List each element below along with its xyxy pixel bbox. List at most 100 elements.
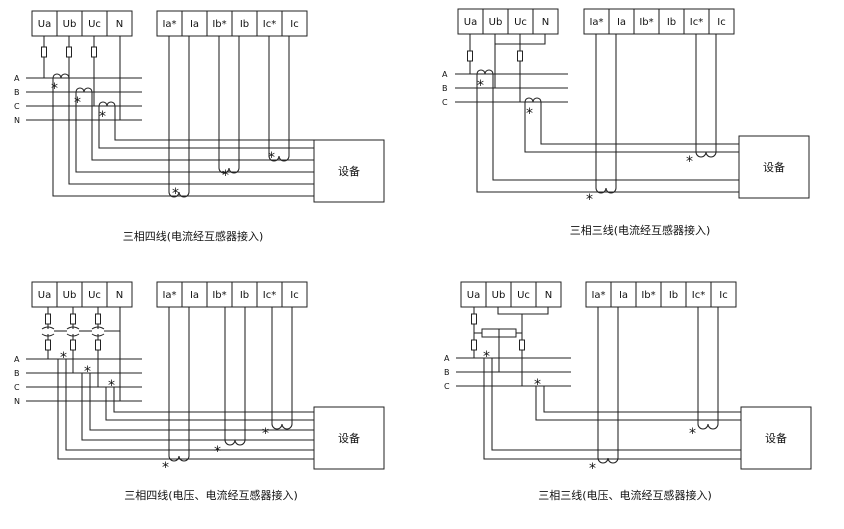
phase-label-b: B	[444, 368, 450, 377]
current-transformers	[52, 73, 116, 107]
terminal-uc: Uc	[88, 19, 101, 30]
polarity-mark: *	[586, 192, 593, 208]
voltage-terminal-block: Ua Ub Uc N	[31, 281, 133, 308]
terminal-ua: Ua	[38, 290, 51, 301]
diagram-3p3w-pt-ct: Ua Ub Uc N Ia* Ia Ib* Ib Ic* Ic A B C	[444, 281, 812, 502]
terminal-ib-star: Ib*	[639, 17, 653, 28]
phase-label-a: A	[442, 70, 448, 79]
diagram-3p4w-ct: Ua Ub Uc N Ia* Ia Ib* Ib Ic* Ic A B C N	[14, 10, 385, 243]
polarity-mark: *	[589, 461, 596, 477]
polarity-mark: *	[477, 78, 484, 94]
polarity-mark: *	[84, 364, 91, 380]
polarity-mark: *	[689, 426, 696, 442]
phase-label-n: N	[14, 116, 20, 125]
phase-label-a: A	[444, 354, 450, 363]
current-terminal-wiring	[597, 307, 719, 464]
voltage-terminal-block: Ua Ub Uc N	[457, 8, 559, 35]
polarity-mark: *	[214, 444, 221, 460]
polarity-mark: *	[534, 377, 541, 393]
polarity-mark: *	[162, 460, 169, 476]
device-label: 设备	[338, 431, 360, 445]
device-box	[740, 406, 812, 470]
voltage-terminal-block: Ua Ub Uc N	[31, 10, 133, 37]
phase-label-c: C	[14, 383, 20, 392]
terminal-ic: Ic	[717, 17, 725, 28]
phase-label-a: A	[14, 74, 20, 83]
terminal-ia-star: Ia*	[589, 17, 603, 28]
current-terminal-block: Ia* Ia Ib* Ib Ic* Ic	[583, 8, 735, 35]
terminal-ia: Ia	[617, 17, 626, 28]
fuses	[41, 36, 121, 120]
terminal-ic: Ic	[719, 290, 727, 301]
phase-label-c: C	[444, 382, 450, 391]
polarity-mark: *	[51, 81, 58, 97]
polarity-mark: *	[108, 378, 115, 394]
terminal-n: N	[116, 290, 123, 301]
polarity-mark: *	[483, 349, 490, 365]
voltage-transformers	[41, 307, 121, 401]
current-terminal-wiring	[168, 307, 293, 462]
terminal-ia-star: Ia*	[162, 19, 176, 30]
phase-label-c: C	[14, 102, 20, 111]
terminal-ic-star: Ic*	[692, 290, 705, 301]
polarity-mark: *	[268, 150, 275, 166]
terminal-ib-star: Ib*	[212, 19, 226, 30]
terminal-ub: Ub	[489, 17, 503, 28]
terminal-ic-star: Ic*	[263, 19, 276, 30]
device-label: 设备	[763, 160, 785, 174]
device-box	[313, 139, 385, 203]
terminal-ua: Ua	[464, 17, 477, 28]
terminal-n: N	[542, 17, 549, 28]
phase-bus-lines	[455, 73, 568, 103]
current-transformers	[476, 69, 542, 103]
terminal-uc: Uc	[517, 290, 530, 301]
terminal-ia-star: Ia*	[591, 290, 605, 301]
ct-secondary-wiring	[483, 358, 741, 460]
polarity-mark: *	[74, 95, 81, 111]
terminal-n: N	[545, 290, 552, 301]
device-box	[313, 406, 385, 470]
terminal-ic-star: Ic*	[263, 290, 276, 301]
diagram-3p3w-ct: Ua Ub Uc N Ia* Ia Ib* Ib Ic* Ic A B C	[442, 8, 810, 237]
device-label: 设备	[765, 431, 787, 445]
terminal-ub: Ub	[63, 19, 77, 30]
terminal-ib: Ib	[240, 290, 249, 301]
current-terminal-wiring	[595, 34, 717, 194]
diagram-3p4w-pt-ct: Ua Ub Uc N Ia* Ia Ib* Ib Ic* Ic A B C N	[14, 281, 385, 502]
terminal-ib-star: Ib*	[641, 290, 655, 301]
polarity-mark: *	[60, 350, 67, 366]
terminal-ub: Ub	[492, 290, 506, 301]
fuses	[467, 34, 546, 102]
phase-bus-lines	[26, 358, 142, 402]
terminal-ia: Ia	[619, 290, 628, 301]
device-box	[738, 135, 810, 199]
terminal-ia: Ia	[190, 290, 199, 301]
terminal-ub: Ub	[63, 290, 77, 301]
terminal-uc: Uc	[514, 17, 527, 28]
ct-secondary-wiring	[52, 78, 314, 197]
terminal-ic: Ic	[290, 290, 298, 301]
terminal-ic-star: Ic*	[690, 17, 703, 28]
phase-label-b: B	[14, 369, 20, 378]
polarity-mark: *	[262, 426, 269, 442]
diagram-caption: 三相四线(电压、电流经互感器接入)	[124, 488, 298, 502]
phase-label-n: N	[14, 397, 20, 406]
terminal-ib: Ib	[667, 17, 676, 28]
polarity-mark: *	[686, 154, 693, 170]
terminal-ua: Ua	[38, 19, 51, 30]
terminal-ua: Ua	[467, 290, 480, 301]
terminal-n: N	[116, 19, 123, 30]
phase-bus-lines	[26, 77, 142, 121]
polarity-mark: *	[172, 186, 179, 202]
phase-label-c: C	[442, 98, 448, 107]
diagram-caption: 三相三线(电压、电流经互感器接入)	[538, 488, 712, 502]
phase-label-b: B	[14, 88, 20, 97]
terminal-ic: Ic	[290, 19, 298, 30]
current-terminal-block: Ia* Ia Ib* Ib Ic* Ic	[585, 281, 737, 308]
voltage-terminal-block: Ua Ub Uc N	[460, 281, 562, 308]
polarity-mark: *	[526, 106, 533, 122]
polarity-mark: *	[99, 109, 106, 125]
voltage-transformers	[471, 307, 549, 386]
terminal-ib: Ib	[240, 19, 249, 30]
